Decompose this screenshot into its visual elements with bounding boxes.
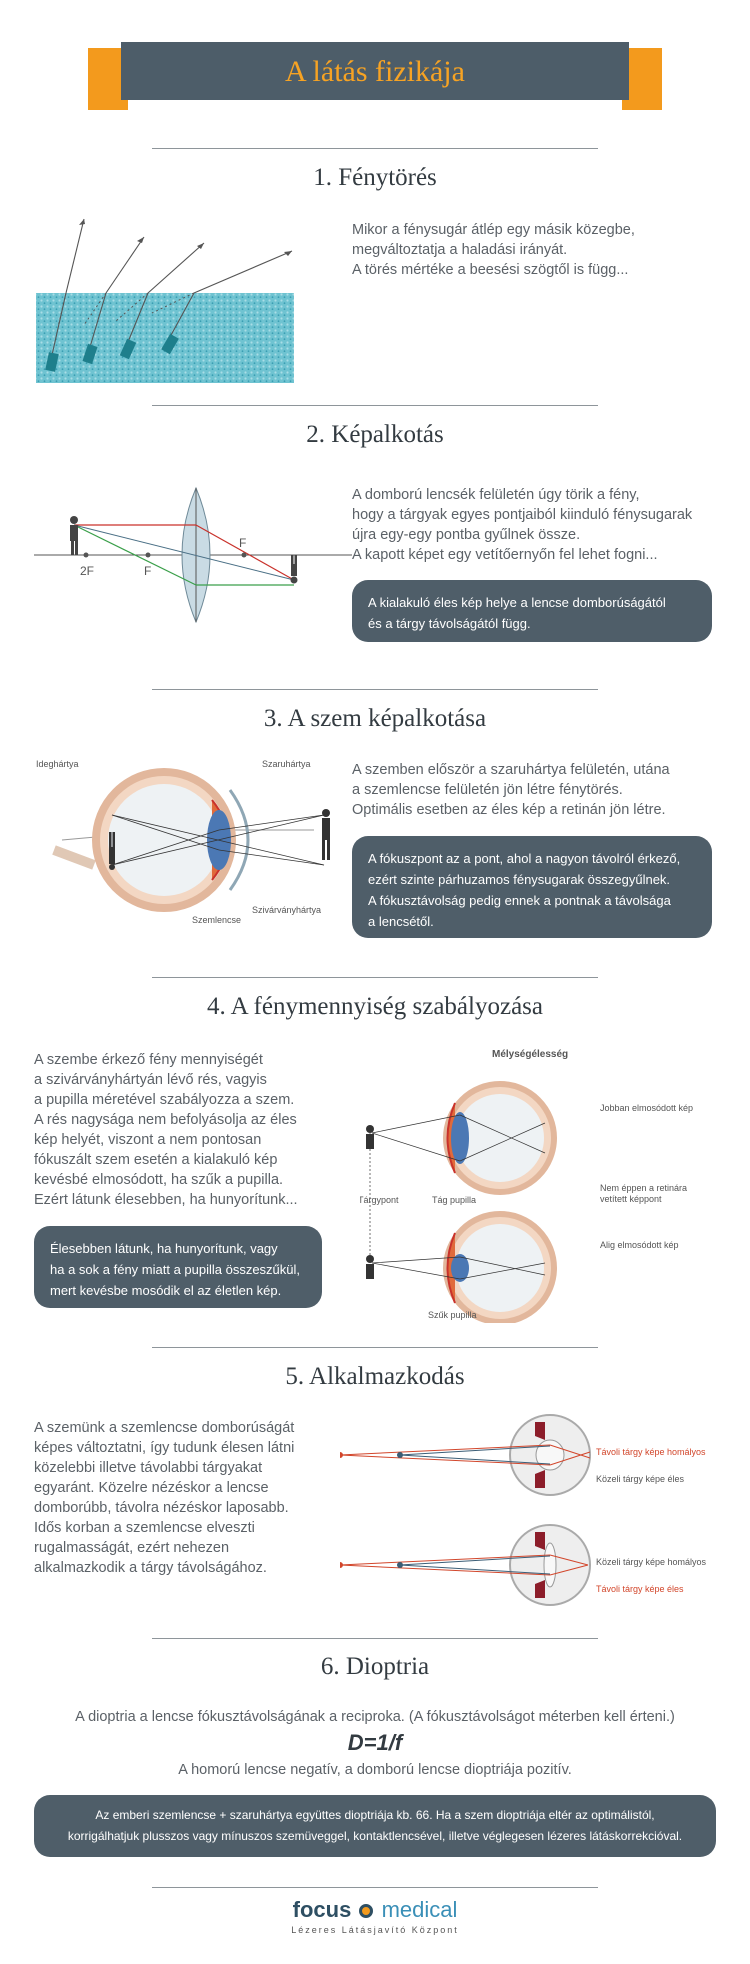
label-f-right: F xyxy=(239,536,246,550)
section-divider xyxy=(152,1347,598,1348)
eye-near-focus xyxy=(509,1524,591,1606)
eye-logo-icon xyxy=(359,1904,374,1919)
label-cornea: Szaruhártya xyxy=(262,759,311,769)
label-wide-pupil: Tág pupilla xyxy=(432,1195,476,1205)
label-2f: 2F xyxy=(80,564,94,578)
section-2-heading: 2. Képalkotás xyxy=(306,421,444,448)
section-divider xyxy=(152,689,598,690)
eye-far-focus xyxy=(509,1414,591,1496)
section-6-callout: Az emberi szemlencse + szaruhártya együt… xyxy=(34,1795,716,1857)
eye-narrow-pupil xyxy=(443,1211,557,1323)
object-figure xyxy=(70,516,78,555)
section-4-text: A szembe érkező fény mennyiségét a szivá… xyxy=(34,1052,298,1208)
dioptria-sign-note: A homorú lencse negatív, a domború lencs… xyxy=(178,1762,572,1778)
footer-tagline: Lézeres Látásjavító Központ xyxy=(291,1925,459,1935)
label-far-sharp: Távoli tárgy képe éles xyxy=(596,1584,684,1594)
section-divider xyxy=(152,977,598,978)
page-title: A látás fizikája xyxy=(285,55,465,88)
section-4-heading: 4. A fénymennyiség szabályozása xyxy=(206,993,543,1020)
section-5-text: A szemünk a szemlencse domborúságát képe… xyxy=(34,1420,295,1576)
footer-divider xyxy=(152,1887,598,1888)
footer-logo: focus medical xyxy=(0,1897,750,1923)
logo-text-medical: medical xyxy=(381,1897,458,1922)
eye-wide-pupil xyxy=(443,1081,557,1195)
section-4-callout: Élesebben látunk, ha hunyorítunk, vagy h… xyxy=(34,1226,322,1308)
water-medium xyxy=(36,293,294,383)
depth-of-field-diagram: Mélységélesség Jobban elmosódott kép Tág… xyxy=(360,1049,693,1323)
dioptria-formula: D=1/f xyxy=(347,1730,403,1755)
accommodation-diagram: Távoli tárgy képe homályos Közeli tárgy … xyxy=(340,1414,707,1606)
label-object-point: Tárgypont xyxy=(360,1195,399,1205)
dioptria-definition: A dioptria a lencse fókusztávolságának a… xyxy=(75,1709,675,1725)
section-3-text: A szemben először a szaruhártya felületé… xyxy=(352,762,670,818)
logo-text-focus: focus xyxy=(292,1897,352,1922)
label-narrow-pupil: Szűk pupilla xyxy=(428,1310,477,1320)
section-1-heading: 1. Fénytörés xyxy=(313,164,437,191)
section-1-text: Mikor a fénysugár átlép egy másik közegb… xyxy=(352,222,635,278)
label-retina: Ideghártya xyxy=(36,759,79,769)
label-iris: Szivárványhártya xyxy=(252,905,321,915)
label-near-sharp: Közeli tárgy képe éles xyxy=(596,1474,685,1484)
section-5-heading: 5. Alkalmazkodás xyxy=(285,1363,465,1390)
section-3-callout: A fókuszpont az a pont, ahol a nagyon tá… xyxy=(352,836,712,938)
label-lens: Szemlencse xyxy=(192,915,241,925)
cornea xyxy=(228,789,250,891)
section-6-heading: 6. Dioptria xyxy=(320,1653,430,1680)
label-less-blur: Alig elmosódott kép xyxy=(600,1240,679,1250)
section-3-heading: 3. A szem képalkotása xyxy=(263,705,487,732)
label-far-blurry: Távoli tárgy képe homályos xyxy=(596,1447,706,1457)
section-2-text: A domború lencsék felületén úgy törik a … xyxy=(352,487,693,563)
image-figure xyxy=(290,555,298,584)
section-2-callout: A kialakuló éles kép helye a lencse domb… xyxy=(352,580,712,642)
label-near-blurry: Közeli tárgy képe homályos xyxy=(596,1557,707,1567)
section-divider xyxy=(152,148,598,149)
section-divider xyxy=(152,1638,598,1639)
eye-imaging-diagram: Ideghártya Szaruhártya Szivárványhártya … xyxy=(36,759,330,925)
refraction-illustration xyxy=(36,218,294,383)
label-depth-title: Mélységélesség xyxy=(492,1049,568,1060)
lens-imaging-diagram: 2F F F xyxy=(34,486,352,624)
label-f-left: F xyxy=(144,564,151,578)
label-more-blur: Jobban elmosódott kép xyxy=(600,1103,693,1113)
title-banner: A látás fizikája xyxy=(121,42,629,100)
section-divider xyxy=(152,405,598,406)
